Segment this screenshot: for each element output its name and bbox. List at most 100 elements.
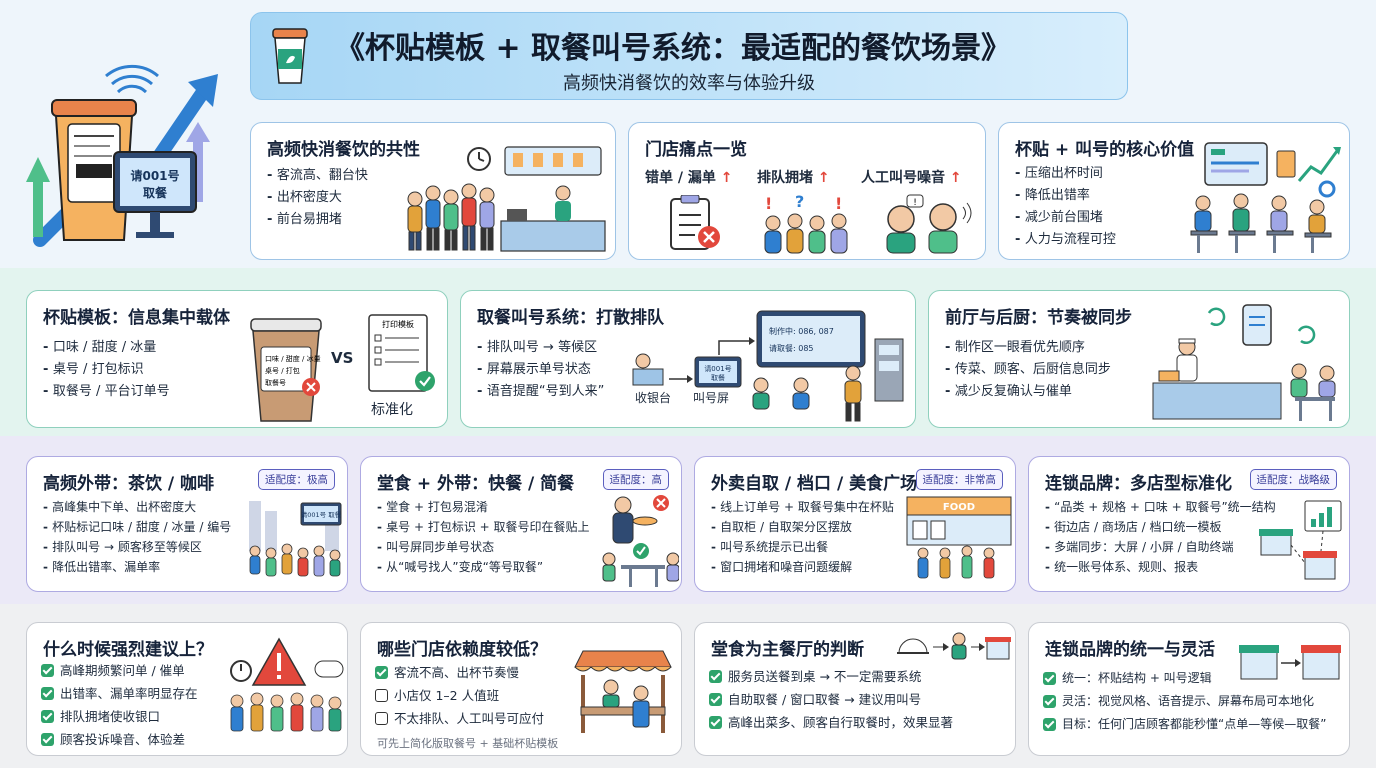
card-chain-unity-flexibility: 连锁品牌的统一与灵活 统一：杯贴结构 + 叫号逻辑 灵活：视觉风格、语音提示、屏… bbox=[1028, 622, 1350, 756]
list-item: 口味 / 甜度 / 冰量 bbox=[43, 337, 170, 359]
list-item: 从“喊号找人”变成“等号取餐” bbox=[377, 557, 590, 577]
card-title: 高频外带：茶饮 / 咖啡 bbox=[43, 474, 215, 494]
card-scenario-takeout: 外卖自取 / 档口 / 美食广场 适配度：非常高 线上订单号 + 取餐号集中在杯… bbox=[694, 456, 1016, 592]
list-item: 叫号系统提示已出餐 bbox=[711, 537, 894, 557]
cup-line: 口味 / 甜度 / 冰量 bbox=[265, 354, 321, 363]
list-item: 压缩出杯时间 bbox=[1015, 163, 1116, 185]
small-stall-illustration bbox=[574, 650, 672, 733]
list-item: 排队叫号 → 等候区 bbox=[477, 337, 604, 359]
check-item: 顾客投诉噪音、体验差 bbox=[41, 728, 198, 751]
card-title: 哪些门店依赖度较低？ bbox=[377, 640, 547, 660]
checkbox-checked-icon bbox=[709, 693, 722, 706]
hero-cup-screen-illustration: 请001号 取餐 bbox=[26, 64, 218, 247]
list-item: 取餐号 / 平台订单号 bbox=[43, 381, 170, 403]
page-title: 《杯贴模板 + 取餐叫号系统：最适配的餐饮场景》 bbox=[335, 31, 1012, 66]
pain-queue: 排队拥堵 ↑ bbox=[757, 170, 830, 186]
kitchen-sync-illustration bbox=[1152, 304, 1336, 421]
svg-text:!: ! bbox=[913, 198, 917, 208]
pain-noise: 人工叫号噪音 ↑ bbox=[861, 170, 962, 186]
card-title: 连锁品牌：多店型标准化 bbox=[1045, 474, 1232, 494]
check-item: 小店仅 1–2 人值班 bbox=[375, 684, 544, 707]
standardize-caption: 标准化 bbox=[371, 402, 413, 418]
list-item: 桌号 + 打包标识 + 取餐号印在餐贴上 bbox=[377, 517, 589, 537]
list-item: 街边店 / 商场店 / 档口统一模板 bbox=[1045, 517, 1276, 537]
list-item: 出杯密度大 bbox=[267, 187, 368, 209]
two-stores-sync-icon bbox=[1239, 645, 1341, 680]
list-item: 减少前台围堵 bbox=[1015, 207, 1116, 229]
list-item: 语音提醒“号到人来” bbox=[477, 381, 604, 403]
check-item: 出错率、漏单率明显存在 bbox=[41, 682, 198, 705]
arrow-up-icon: ↑ bbox=[949, 170, 962, 186]
checkbox-empty-icon bbox=[375, 689, 388, 702]
waiting-area-crowd-illustration: 请001号 取餐 bbox=[249, 501, 342, 577]
checkbox-checked-icon bbox=[41, 687, 54, 700]
list-item: 传菜、顾客、后厨信息同步 bbox=[945, 359, 1111, 381]
list-item: 高峰集中下单、出杯密度大 bbox=[43, 497, 231, 517]
card-low-dependency: 哪些门店依赖度较低？ 客流不高、出杯节奏慢 小店仅 1–2 人值班 不太排队、人… bbox=[360, 622, 682, 756]
list-item: 前台易拥堵 bbox=[267, 209, 368, 231]
list-item: 自取柜 / 自取架分区摆放 bbox=[711, 517, 894, 537]
list-item: 降低出错率、漏单率 bbox=[43, 557, 231, 577]
board-row-making: 制作中: 086, 087 bbox=[769, 326, 834, 336]
cup-line: 取餐号 bbox=[265, 378, 286, 387]
check-item: 服务员送餐到桌 → 不一定需要系统 bbox=[709, 665, 953, 688]
noise-covering-ears-icon: ! bbox=[886, 194, 972, 254]
card-dine-in-judgement: 堂食为主餐厅的判断 服务员送餐到桌 → 不一定需要系统 自助取餐 / 窗口取餐 … bbox=[694, 622, 1016, 756]
list-item: 屏幕展示单号状态 bbox=[477, 359, 604, 381]
svg-text:请001号: 请001号 bbox=[704, 364, 731, 373]
list-item: 降低出错率 bbox=[1015, 185, 1116, 207]
check-item: 灵活：视觉风格、语音提示、屏幕布局可本地化 bbox=[1043, 690, 1326, 713]
checkbox-checked-icon bbox=[1043, 672, 1056, 685]
list-item: 线上订单号 + 取餐号集中在杯贴 bbox=[711, 497, 894, 517]
list-item: 统一账号体系、规则、报表 bbox=[1045, 557, 1276, 577]
checkbox-checked-icon bbox=[375, 666, 388, 679]
card-when-strongly-recommended: 什么时候强烈建议上？ 高峰期频繁问单 / 催单 出错率、漏单率明显存在 排队拥堵… bbox=[26, 622, 348, 756]
checkbox-checked-icon bbox=[41, 710, 54, 723]
checkbox-checked-icon bbox=[41, 664, 54, 677]
checkbox-checked-icon bbox=[41, 733, 54, 746]
fit-badge: 适配度：战略级 bbox=[1249, 469, 1337, 490]
card-title: 门店痛点一览 bbox=[645, 140, 747, 160]
card-scenario-fast-food: 堂食 + 外带：快餐 / 简餐 适配度：高 堂食 + 打包易混淆 桌号 + 打包… bbox=[360, 456, 682, 592]
card-common-traits: 高频快消餐饮的共性 客流高、翻台快 出杯密度大 前台易拥堵 bbox=[250, 122, 616, 260]
card-title: 杯贴模板：信息集中载体 bbox=[43, 308, 230, 328]
checkbox-checked-icon bbox=[709, 670, 722, 683]
svg-text:取餐: 取餐 bbox=[143, 185, 168, 200]
chain-stores-chart-illustration bbox=[1259, 500, 1342, 580]
list-item: 客流高、翻台快 bbox=[267, 165, 368, 187]
svg-text:?: ? bbox=[795, 193, 804, 211]
label-call-screen: 叫号屏 bbox=[693, 391, 730, 405]
list-item: 人力与流程可控 bbox=[1015, 229, 1116, 251]
checkbox-empty-icon bbox=[375, 712, 388, 725]
check-item: 客流不高、出杯节奏慢 bbox=[375, 661, 544, 684]
checkbox-checked-icon bbox=[709, 716, 722, 729]
card-cup-sticker-template: 杯贴模板：信息集中载体 口味 / 甜度 / 冰量 桌号 / 打包标识 取餐号 /… bbox=[26, 290, 448, 428]
low-dependency-note: 可先上简化版取餐号 + 基础杯贴模板 bbox=[377, 737, 559, 750]
check-item: 高峰期频繁问单 / 催单 bbox=[41, 659, 198, 682]
waiter-serving-illustration bbox=[602, 495, 679, 587]
fit-badge: 适配度：极高 bbox=[258, 469, 335, 490]
check-item: 排队拥堵使收银口 bbox=[41, 705, 198, 728]
list-item: 多端同步：大屏 / 小屏 / 自助终端 bbox=[1045, 537, 1276, 557]
list-item: “品类 + 规格 + 口味 + 取餐号”统一结构 bbox=[1045, 497, 1276, 517]
cup-line: 桌号 / 打包 bbox=[265, 366, 300, 375]
svg-text:请001号: 请001号 bbox=[130, 168, 179, 183]
team-dashboard-growth-illustration bbox=[1190, 142, 1341, 253]
food-court-pickup-illustration: FOOD bbox=[906, 496, 1012, 579]
list-item: 杯贴标记口味 / 甜度 / 冰量 / 编号 bbox=[43, 517, 231, 537]
card-title: 取餐叫号系统：打散排队 bbox=[477, 308, 664, 328]
list-item: 桌号 / 打包标识 bbox=[43, 359, 170, 381]
card-front-back-sync: 前厅与后厨：节奏被同步 制作区一眼看优先顺序 传菜、顾客、后厨信息同步 减少反复… bbox=[928, 290, 1350, 428]
list-item: 叫号屏同步单号状态 bbox=[377, 537, 590, 557]
card-pain-points: 门店痛点一览 错单 / 漏单 ↑ 排队拥堵 ↑ 人工叫号噪音 ↑ ! ? ! ! bbox=[628, 122, 986, 260]
svg-text:!: ! bbox=[765, 194, 772, 213]
list-item: 堂食 + 打包易混淆 bbox=[377, 497, 590, 517]
list-item: 减少反复确认与催单 bbox=[945, 381, 1111, 403]
header-banner: 《杯贴模板 + 取餐叫号系统：最适配的餐饮场景》 高频快消餐饮的效率与体验升级 bbox=[250, 12, 1128, 100]
fit-badge: 适配度：高 bbox=[602, 469, 669, 490]
card-scenario-chain: 连锁品牌：多店型标准化 适配度：战略级 “品类 + 规格 + 口味 + 取餐号”… bbox=[1028, 456, 1350, 592]
svg-text:!: ! bbox=[835, 194, 842, 213]
card-scenario-tea-coffee: 高频外带：茶饮 / 咖啡 适配度：极高 高峰集中下单、出杯密度大 杯贴标记口味 … bbox=[26, 456, 348, 592]
card-title: 外卖自取 / 档口 / 美食广场 bbox=[711, 474, 918, 494]
food-court-sign: FOOD bbox=[943, 502, 975, 513]
